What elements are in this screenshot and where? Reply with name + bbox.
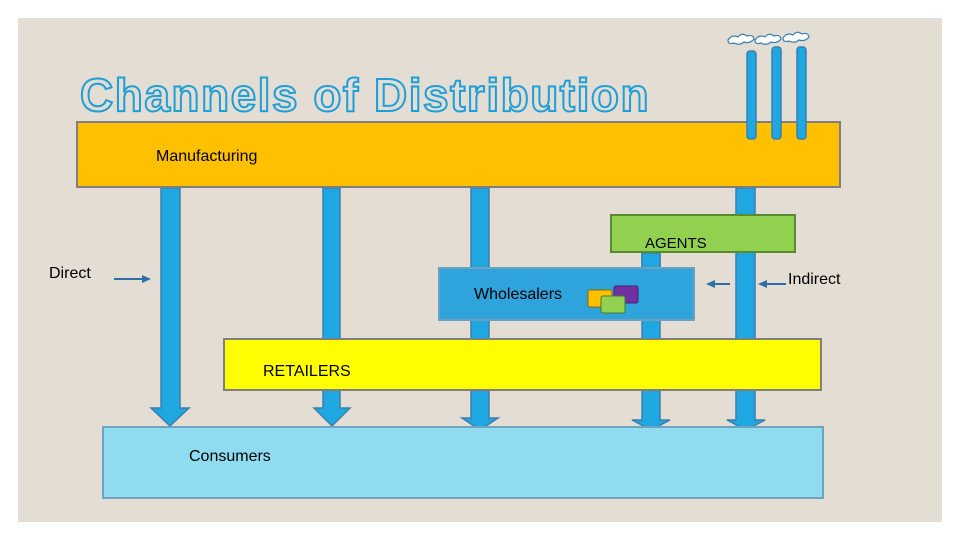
- decorations: [114, 31, 810, 314]
- agents-label: AGENTS: [645, 235, 707, 252]
- stacked-folders-icon: [587, 285, 639, 314]
- consumers-box: [102, 426, 824, 499]
- wholesalers-box: [438, 267, 695, 321]
- channel-arrow-1: [149, 187, 191, 428]
- slide: Channels of Distribution Manufacturing A…: [18, 18, 942, 522]
- indirect-label: Indirect: [788, 271, 841, 288]
- left-arrow-icon: [758, 280, 786, 288]
- diagram-title: Channels of Distribution: [80, 69, 650, 121]
- title-graphic: Channels of Distribution: [79, 68, 650, 122]
- right-arrow-icon: [114, 275, 151, 283]
- manufacturing-label: Manufacturing: [156, 148, 258, 165]
- retailers-bar: [223, 338, 822, 391]
- retailers-label: RETAILERS: [263, 363, 351, 380]
- direct-label: Direct: [49, 265, 91, 282]
- manufacturing-bar: [76, 121, 841, 188]
- factory-smokestacks-icon: [727, 31, 810, 140]
- consumers-label: Consumers: [189, 448, 271, 465]
- wholesalers-label: Wholesalers: [474, 286, 563, 303]
- left-arrow-icon: [706, 280, 730, 288]
- agents-box: [610, 214, 796, 253]
